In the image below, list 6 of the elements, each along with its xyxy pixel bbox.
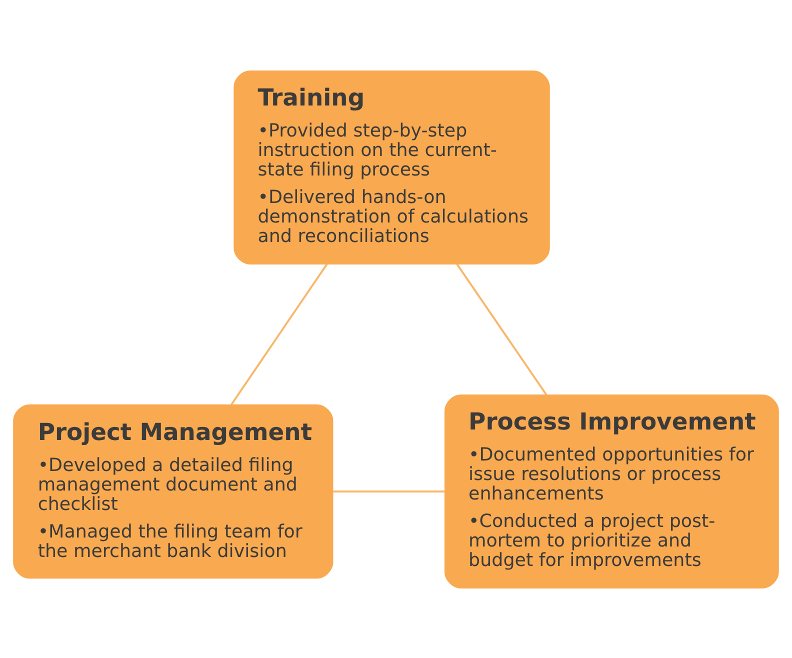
node-box: Training •Provided step-by-step instruction on the current-state filing process •Delivered hands-on demonstration of calculations and reconciliations xyxy=(234,70,550,264)
connector xyxy=(332,490,446,492)
connector xyxy=(230,262,328,405)
node-box: Project Management •Developed a detailed filing management document and checklist •Managed the filing team for the merchant bank division xyxy=(13,404,334,578)
connector xyxy=(456,262,548,395)
node-box: Process Improvement •Documented opportunities for issue resolutions or process enhancements •Conducted a project post-mortem to prioritize and budget for improvements xyxy=(444,394,779,588)
